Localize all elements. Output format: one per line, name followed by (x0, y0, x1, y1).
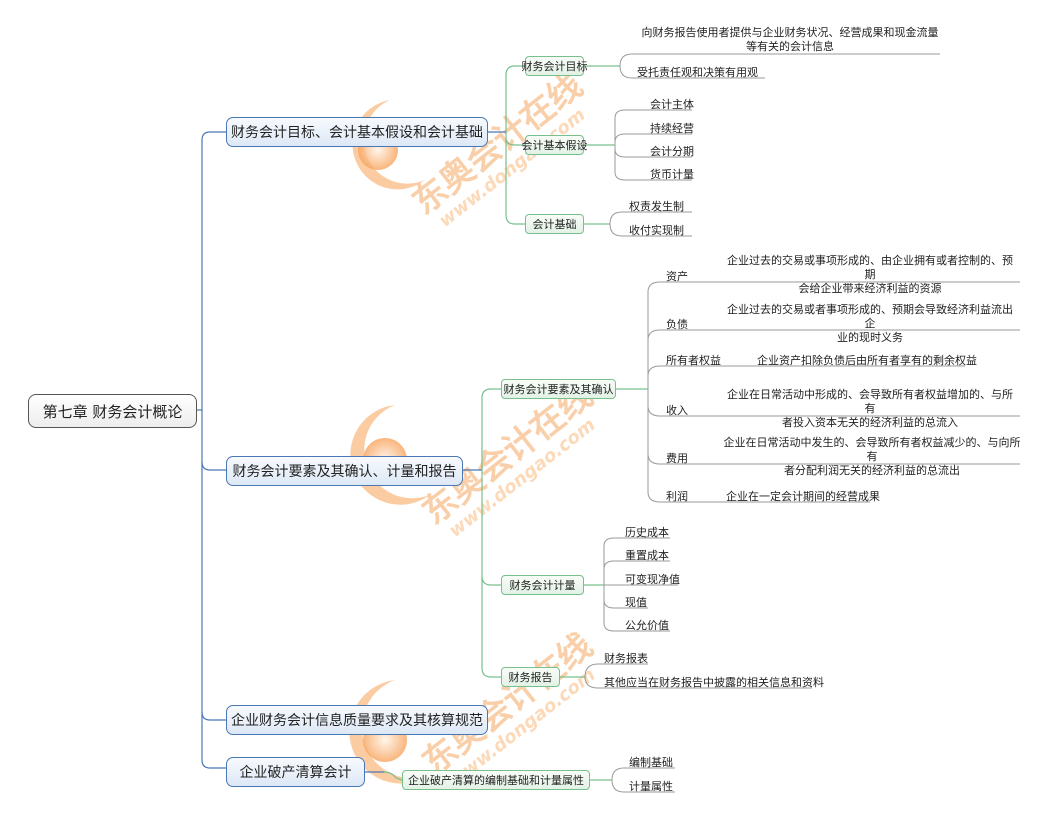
leaf-measurement[interactable]: 公允价值 (625, 619, 669, 632)
b2-children-connector (481, 388, 501, 678)
leaf-measurement[interactable]: 现值 (625, 596, 647, 609)
element-name[interactable]: 负债 (666, 318, 688, 331)
branch-label: 财务会计目标、会计基本假设和会计基础 (231, 125, 483, 141)
subtopic-node-objectives[interactable]: 财务会计目标 (522, 56, 588, 76)
leaf-measurement[interactable]: 可变现净值 (625, 573, 680, 586)
branch-label: 企业财务会计信息质量要求及其核算规范 (231, 713, 483, 729)
leaf-assumption[interactable]: 持续经营 (650, 122, 694, 135)
element-definition: 企业资产扣除负债后由所有者享有的剩余权益 (757, 354, 977, 367)
leaf-bankruptcy[interactable]: 计量属性 (629, 780, 673, 793)
subtopic-node-report[interactable]: 财务报告 (501, 667, 560, 687)
leaf-report[interactable]: 其他应当在财务报告中披露的相关信息和资料 (604, 676, 824, 689)
element-name[interactable]: 费用 (666, 452, 688, 465)
branch-node-quality-requirements[interactable]: 企业财务会计信息质量要求及其核算规范 (226, 705, 488, 735)
element-definition: 企业在日常活动中形成的、会导致所有者权益增加的、与所有 者投入资本无关的经济利益… (727, 388, 1013, 429)
leaf-objective-views[interactable]: 受托责任观和决策有用观 (637, 66, 758, 79)
branch-node-objectives-assumptions-basis[interactable]: 财务会计目标、会计基本假设和会计基础 (226, 117, 488, 147)
branch-connector-2 (201, 461, 226, 471)
branch-connector-3 (201, 711, 226, 721)
branch-node-bankruptcy[interactable]: 企业破产清算会计 (226, 757, 365, 787)
leaf-basis[interactable]: 权责发生制 (629, 200, 684, 213)
element-definition: 企业过去的交易或事项形成的、由企业拥有或者控制的、预期 会给企业带来经济利益的资… (727, 254, 1013, 295)
subtopic-node-elements[interactable]: 财务会计要素及其确认 (501, 379, 616, 399)
element-definition: 企业在日常活动中发生的、会导致所有者权益减少的、与向所有 者分配利润无关的经济利… (723, 436, 1021, 477)
leaf-bankruptcy[interactable]: 编制基础 (629, 756, 673, 769)
branch-node-elements[interactable]: 财务会计要素及其确认、计量和报告 (226, 456, 463, 486)
element-name[interactable]: 所有者权益 (666, 354, 721, 367)
leaf-measurement[interactable]: 重置成本 (625, 549, 669, 562)
trunk-connector (201, 131, 226, 769)
branch-label: 财务会计要素及其确认、计量和报告 (232, 464, 457, 480)
leaf-objective-definition[interactable]: 向财务报告使用者提供与企业财务状况、经营成果和现金流量 等有关的会计信息 (641, 26, 939, 53)
element-name[interactable]: 收入 (666, 404, 688, 417)
leaf-assumption[interactable]: 货币计量 (650, 168, 694, 181)
subtopic-node-measurement[interactable]: 财务会计计量 (501, 575, 584, 595)
root-node[interactable]: 第七章 财务会计概论 (28, 394, 197, 428)
leaf-report[interactable]: 财务报表 (604, 652, 648, 665)
leaf-basis[interactable]: 收付实现制 (629, 224, 684, 237)
b1-children-connector (505, 65, 525, 225)
leaf-assumption[interactable]: 会计主体 (650, 98, 694, 111)
subtopic-node-assumptions[interactable]: 会计基本假设 (522, 135, 588, 155)
leaf-assumption[interactable]: 会计分期 (650, 145, 694, 158)
element-name[interactable]: 资产 (666, 270, 688, 283)
element-name[interactable]: 利润 (666, 490, 688, 503)
element-definition: 企业过去的交易或者事项形成的、预期会导致经济利益流出企 业的现时义务 (727, 303, 1013, 344)
element-definition: 企业在一定会计期间的经营成果 (726, 490, 880, 503)
subtopic-node-bankruptcy-basis[interactable]: 企业破产清算的编制基础和计量属性 (402, 770, 590, 790)
leaf-measurement[interactable]: 历史成本 (625, 526, 669, 539)
subtopic-node-basis[interactable]: 会计基础 (525, 214, 584, 234)
root-label: 第七章 财务会计概论 (42, 402, 183, 421)
branch-label: 企业破产清算会计 (239, 765, 352, 781)
b4-child-connector (383, 771, 403, 781)
